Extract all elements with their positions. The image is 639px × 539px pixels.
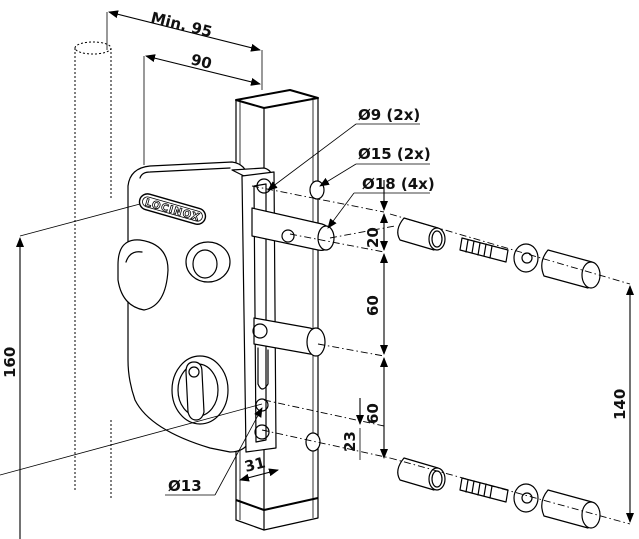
dim-31-label: 31 bbox=[243, 453, 268, 476]
min-95-label: Min. 95 bbox=[149, 8, 214, 41]
side-hole-top bbox=[309, 180, 325, 200]
dimension-stack: 20 60 60 23 bbox=[341, 180, 388, 460]
callout-hole-15: Ø15 (2x) bbox=[319, 145, 431, 187]
dim-60-upper-label: 60 bbox=[364, 295, 382, 316]
hole-18-label: Ø18 (4x) bbox=[362, 175, 435, 193]
fixing-set-bottom bbox=[397, 457, 601, 529]
dim-23-label: 23 bbox=[341, 431, 359, 452]
dimension-90: 90 bbox=[143, 50, 261, 165]
dim-20-label: 20 bbox=[364, 227, 382, 248]
fixing-set-top bbox=[397, 217, 601, 289]
dim-160-label: 160 bbox=[1, 347, 19, 378]
callout-hole-18: Ø18 (4x) bbox=[327, 175, 435, 229]
hole-15-label: Ø15 (2x) bbox=[358, 145, 431, 163]
dimension-140: 140 bbox=[611, 285, 634, 523]
callout-hole-9: Ø9 (2x) bbox=[267, 106, 420, 191]
knob bbox=[117, 239, 231, 311]
dim-60-lower-label: 60 bbox=[364, 403, 382, 424]
latch-bolt bbox=[251, 178, 335, 251]
deadbolt bbox=[252, 317, 326, 440]
dim-140-label: 140 bbox=[611, 389, 629, 420]
side-hole-bottom bbox=[305, 432, 321, 452]
hole-9-label: Ø9 (2x) bbox=[358, 106, 420, 124]
hole-13-label: Ø13 bbox=[168, 477, 202, 495]
dimension-160: 160 bbox=[1, 203, 141, 539]
round-post bbox=[74, 41, 112, 500]
dimension-31: 31 bbox=[239, 453, 279, 482]
key-cylinder bbox=[171, 355, 229, 425]
brand-badge: LOCINOX bbox=[138, 193, 207, 225]
dimension-min-95: Min. 95 bbox=[106, 8, 263, 90]
center-lines bbox=[251, 185, 631, 525]
callout-hole-13: Ø13 bbox=[0, 403, 263, 496]
90-label: 90 bbox=[189, 50, 214, 73]
